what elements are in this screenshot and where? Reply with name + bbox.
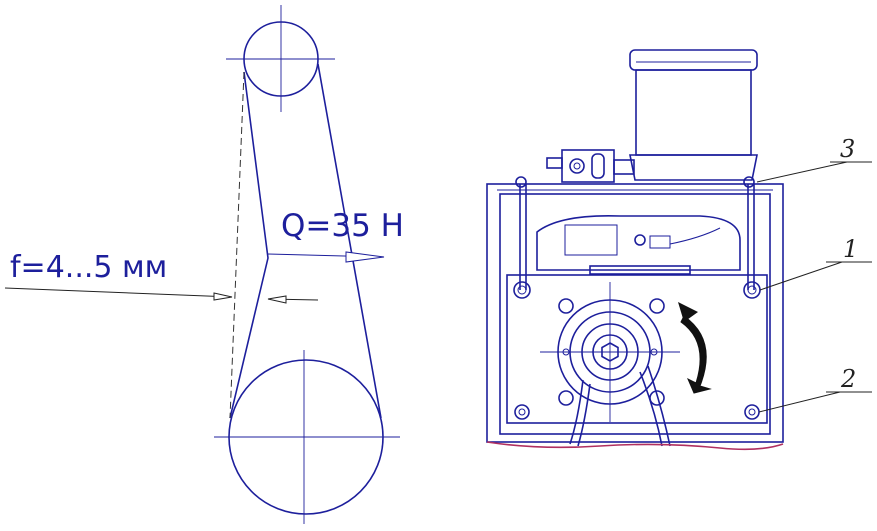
belt-nominal-line xyxy=(229,71,245,419)
flange-hole-left xyxy=(562,348,570,356)
deflection-label: f=4...5 мм xyxy=(10,250,167,285)
valve-plug xyxy=(591,153,605,179)
bolt-plate-right-inner xyxy=(747,285,757,295)
motor-bolt-1 xyxy=(558,298,574,314)
belt-left-outer xyxy=(569,379,584,445)
frame-inner xyxy=(499,193,771,435)
bolt-bottom-right xyxy=(744,404,760,420)
callout-1-label: 1 xyxy=(843,235,858,263)
rotation-arrow-tip-icon xyxy=(678,302,698,322)
valve-outlet xyxy=(613,159,635,175)
deflection-arrow-out xyxy=(267,295,287,304)
rotation-arrow-icon xyxy=(680,315,712,394)
callout-1-leader xyxy=(759,261,843,291)
compressor-connector xyxy=(649,235,671,249)
compressor-wire xyxy=(669,227,721,245)
belt-schematic: f=4...5 мм Q=35 Н xyxy=(4,5,404,524)
bolt-plate-left xyxy=(513,281,531,299)
belt-left-inner xyxy=(577,383,591,447)
force-arrow-head xyxy=(345,251,385,263)
callout-3-leader xyxy=(756,161,848,183)
callout-3-label: 3 xyxy=(840,135,855,163)
filter-cap xyxy=(629,49,758,71)
filter-base xyxy=(629,154,758,181)
flange-hole-right xyxy=(650,348,658,356)
bolt-top-left xyxy=(515,176,527,188)
belt-right-outer xyxy=(639,371,663,447)
bolt-bottom-left-inner xyxy=(518,408,526,416)
bolt-plate-left-inner xyxy=(517,285,527,295)
force-label: Q=35 Н xyxy=(281,208,404,244)
frame-outer xyxy=(486,183,784,443)
compressor-body xyxy=(536,215,741,271)
compressor-head xyxy=(564,224,618,256)
motor-bolt-3 xyxy=(558,390,574,406)
valve-port-inner xyxy=(573,162,581,170)
motor-plate xyxy=(506,274,768,424)
callout-2-label: 2 xyxy=(840,365,856,393)
bolt-bottom-right-inner xyxy=(748,408,756,416)
compressor-mount xyxy=(589,265,691,275)
callout-2-leader xyxy=(758,391,841,413)
deflection-arrow-in xyxy=(213,292,233,301)
base-edge xyxy=(486,441,784,451)
belt-right-inner xyxy=(647,365,671,447)
belt-tight-span xyxy=(317,63,382,419)
bolt-bottom-left xyxy=(514,404,530,420)
compressor-sensor xyxy=(634,234,646,246)
valve-port xyxy=(569,158,585,174)
bolt-top-right xyxy=(743,176,755,188)
bolt-plate-right xyxy=(743,281,761,299)
deflection-leader xyxy=(4,287,233,298)
motor-bolt-2 xyxy=(649,298,665,314)
compressor-unit: 3 1 2 xyxy=(486,49,872,451)
air-filter-mesh xyxy=(635,69,752,156)
belt-deflected-span xyxy=(229,71,269,419)
valve-fitting xyxy=(546,157,563,169)
